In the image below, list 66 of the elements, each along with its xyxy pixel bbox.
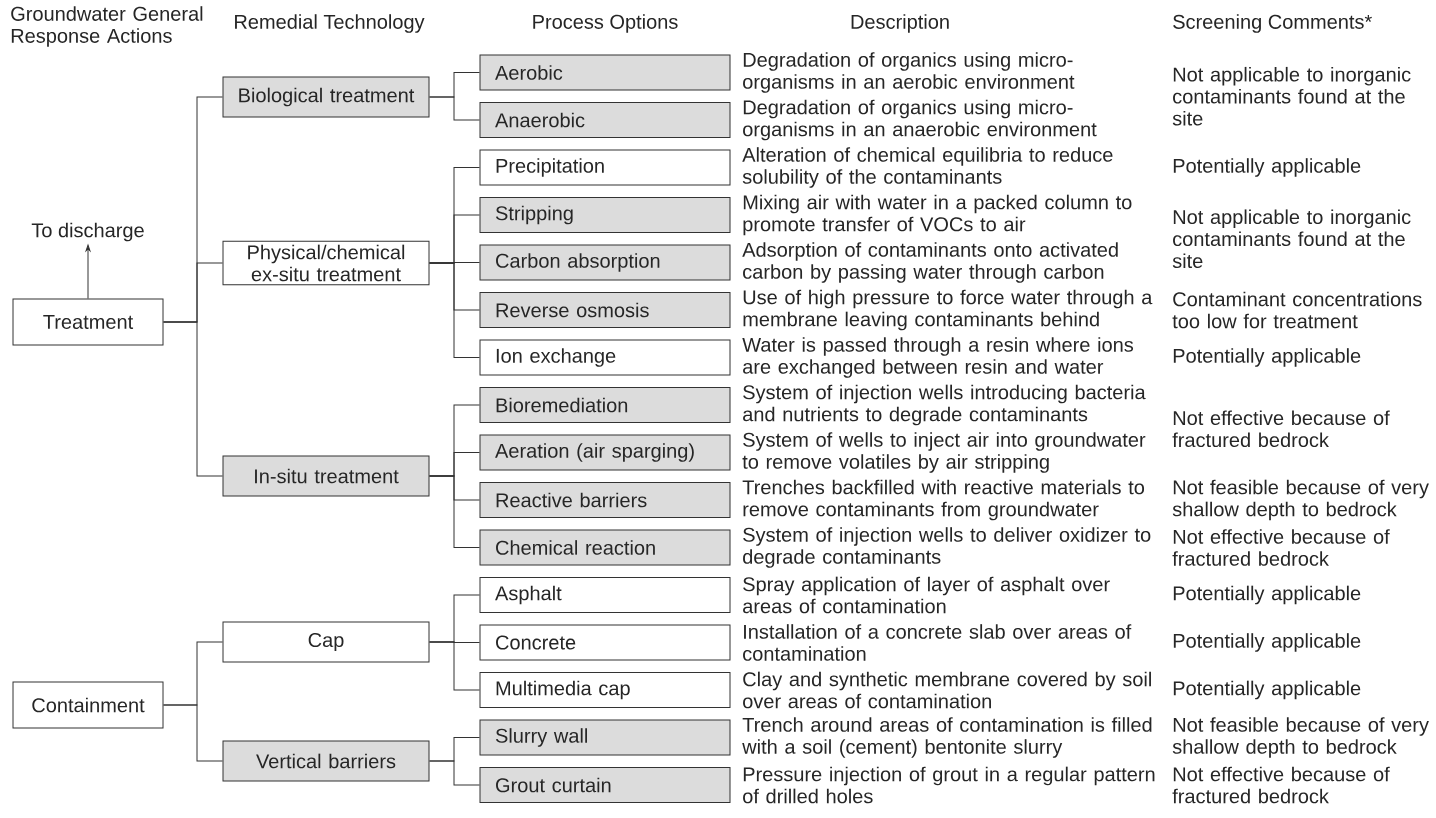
process-box: Grout curtain bbox=[479, 767, 731, 803]
comment-text: Not effective because of fractured bedrock bbox=[1172, 766, 1390, 804]
technology-box: Vertical barriers bbox=[222, 740, 430, 782]
description-text: Degradation of organics using micro-organisms in an anaerobic environment bbox=[743, 99, 1097, 141]
process-box: Anaerobic bbox=[479, 102, 731, 138]
description-text: Installation of a concrete slab over areas of contamination bbox=[743, 624, 1132, 661]
connector-line bbox=[163, 321, 223, 477]
connector-line bbox=[429, 262, 480, 358]
process-box: Multimedia cap bbox=[479, 672, 731, 708]
description-text: Alteration of chemical equilibria to reduce solubility of the contaminants bbox=[742, 147, 1113, 188]
technology-box: Physical/chemical ex-situ treatment bbox=[222, 240, 430, 286]
process-box: Concrete bbox=[479, 624, 731, 661]
process-box: Ion exchange bbox=[479, 339, 731, 376]
arrow bbox=[85, 244, 91, 299]
description-text: Use of high pressure to force water through a membrane leaving contaminants behind bbox=[743, 289, 1153, 331]
connector-line bbox=[429, 760, 480, 786]
column-header: Groundwater General Response Actions bbox=[11, 6, 203, 47]
connector-line bbox=[429, 475, 480, 548]
column-header: Description bbox=[851, 14, 949, 33]
description-text: Degradation of organics using micro-organisms in an aerobic environment bbox=[743, 52, 1075, 93]
description-text: System of injection wells to deliver oxidizer to degrade contaminants bbox=[743, 527, 1151, 568]
connector-line bbox=[429, 641, 480, 691]
comment-text: Not effective because of fractured bedrock bbox=[1172, 529, 1390, 566]
process-box: Reactive barriers bbox=[479, 482, 731, 518]
comment-text: Contaminant concentrations too low for treatment bbox=[1172, 291, 1422, 329]
description-text: Trenches backfilled with reactive materials to remove contaminants from groundwater bbox=[742, 479, 1145, 521]
process-box: Precipitation bbox=[479, 149, 731, 186]
description-text: Mixing air with water in a packed column to promote transfer of VOCs to air bbox=[743, 194, 1132, 236]
comment-text: Not effective because of fractured bedrock bbox=[1172, 410, 1390, 448]
comment-text: Potentially applicable bbox=[1173, 680, 1361, 700]
comment-text: Not applicable to inorganic contaminants found at the site bbox=[1172, 66, 1411, 126]
process-box: Slurry wall bbox=[479, 719, 731, 756]
process-box: Chemical reaction bbox=[479, 529, 731, 566]
comment-text: Not applicable to inorganic contaminants found at the site bbox=[1172, 209, 1411, 269]
process-box: Carbon absorption bbox=[479, 244, 731, 281]
connector-line bbox=[163, 704, 223, 762]
action-box: Treatment bbox=[12, 298, 164, 346]
column-header: Process Options bbox=[533, 14, 678, 33]
comment-text: Potentially applicable bbox=[1173, 585, 1361, 605]
comment-text: Potentially applicable bbox=[1173, 348, 1361, 367]
description-text: Spray application of layer of asphalt over areas of contamination bbox=[743, 576, 1110, 614]
technology-box: In-situ treatment bbox=[222, 455, 430, 497]
text-label: To discharge bbox=[31, 222, 144, 242]
process-box: Aerobic bbox=[479, 54, 731, 91]
comment-text: Not feasible because of very shallow depth to bedrock bbox=[1172, 479, 1429, 521]
process-box: Stripping bbox=[479, 197, 731, 233]
comment-text: Not feasible because of very shallow depth to bedrock bbox=[1172, 717, 1429, 758]
process-box: Aeration (air sparging) bbox=[479, 434, 731, 471]
column-header: Screening Comments* bbox=[1173, 14, 1372, 33]
description-text: Water is passed through a resin where ions are exchanged between resin and water bbox=[742, 337, 1134, 378]
comment-text: Potentially applicable bbox=[1173, 633, 1361, 652]
process-box: Asphalt bbox=[479, 577, 731, 613]
technology-box: Cap bbox=[222, 621, 430, 663]
column-header: Remedial Technology bbox=[235, 14, 425, 33]
description-text: Trench around areas of contamination is filled with a soil (cement) bentonite slurry bbox=[742, 717, 1152, 758]
description-text: System of wells to inject air into groundwater to remove volatiles by air stripping bbox=[742, 432, 1146, 473]
comment-text: Potentially applicable bbox=[1173, 158, 1361, 177]
description-text: Adsorption of contaminants onto activated carbon by passing water through carbon bbox=[742, 242, 1118, 283]
description-text: System of injection wells introducing bacteria and nutrients to degrade contaminants bbox=[743, 384, 1146, 426]
process-box: Bioremediation bbox=[479, 387, 731, 423]
description-text: Clay and synthetic membrane covered by soil over areas of contamination bbox=[743, 671, 1151, 709]
connector-line bbox=[429, 96, 480, 121]
action-box: Containment bbox=[12, 681, 164, 729]
technology-box: Biological treatment bbox=[222, 76, 430, 118]
process-box: Reverse osmosis bbox=[479, 292, 731, 328]
description-text: Pressure injection of grout in a regular pattern of drilled holes bbox=[743, 766, 1155, 804]
